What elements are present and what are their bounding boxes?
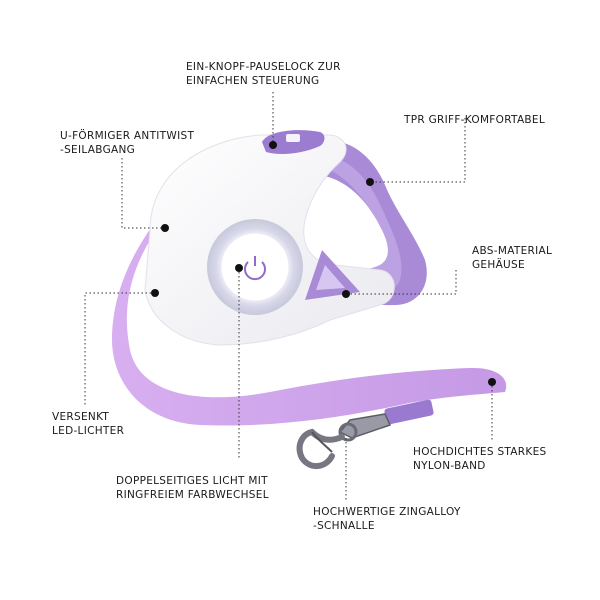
- label-led-lights: VERSENKT LED-LICHTER: [52, 411, 125, 437]
- label-buckle: HOCHWERTIGE ZINGALLOY -SCHNALLE: [313, 506, 461, 532]
- label-tpr-grip: TPR GRIFF-KOMFORTABEL: [404, 114, 546, 126]
- pause-lock-button: [262, 130, 325, 154]
- label-nylon-band: HOCHDICHTES STARKES NYLON-BAND: [413, 446, 547, 472]
- label-double-light: DOPPELSEITIGES LICHT MIT RINGFREIEM FARB…: [116, 475, 269, 501]
- strap-end-tab: [384, 399, 434, 425]
- label-u-outlet: U-FÖRMIGER ANTITWIST -SEILABGANG: [60, 130, 195, 156]
- nylon-strap: [112, 222, 507, 426]
- label-pause-lock: EIN-KNOPF-PAUSELOCK ZUR EINFACHEN STEUER…: [186, 61, 341, 87]
- label-abs-housing: ABS-MATERIAL GEHÄUSE: [472, 245, 553, 271]
- power-icon: [244, 256, 266, 281]
- leader-dots: [151, 141, 496, 386]
- zinc-alloy-buckle: [296, 413, 392, 469]
- leader-lines: [84, 92, 493, 500]
